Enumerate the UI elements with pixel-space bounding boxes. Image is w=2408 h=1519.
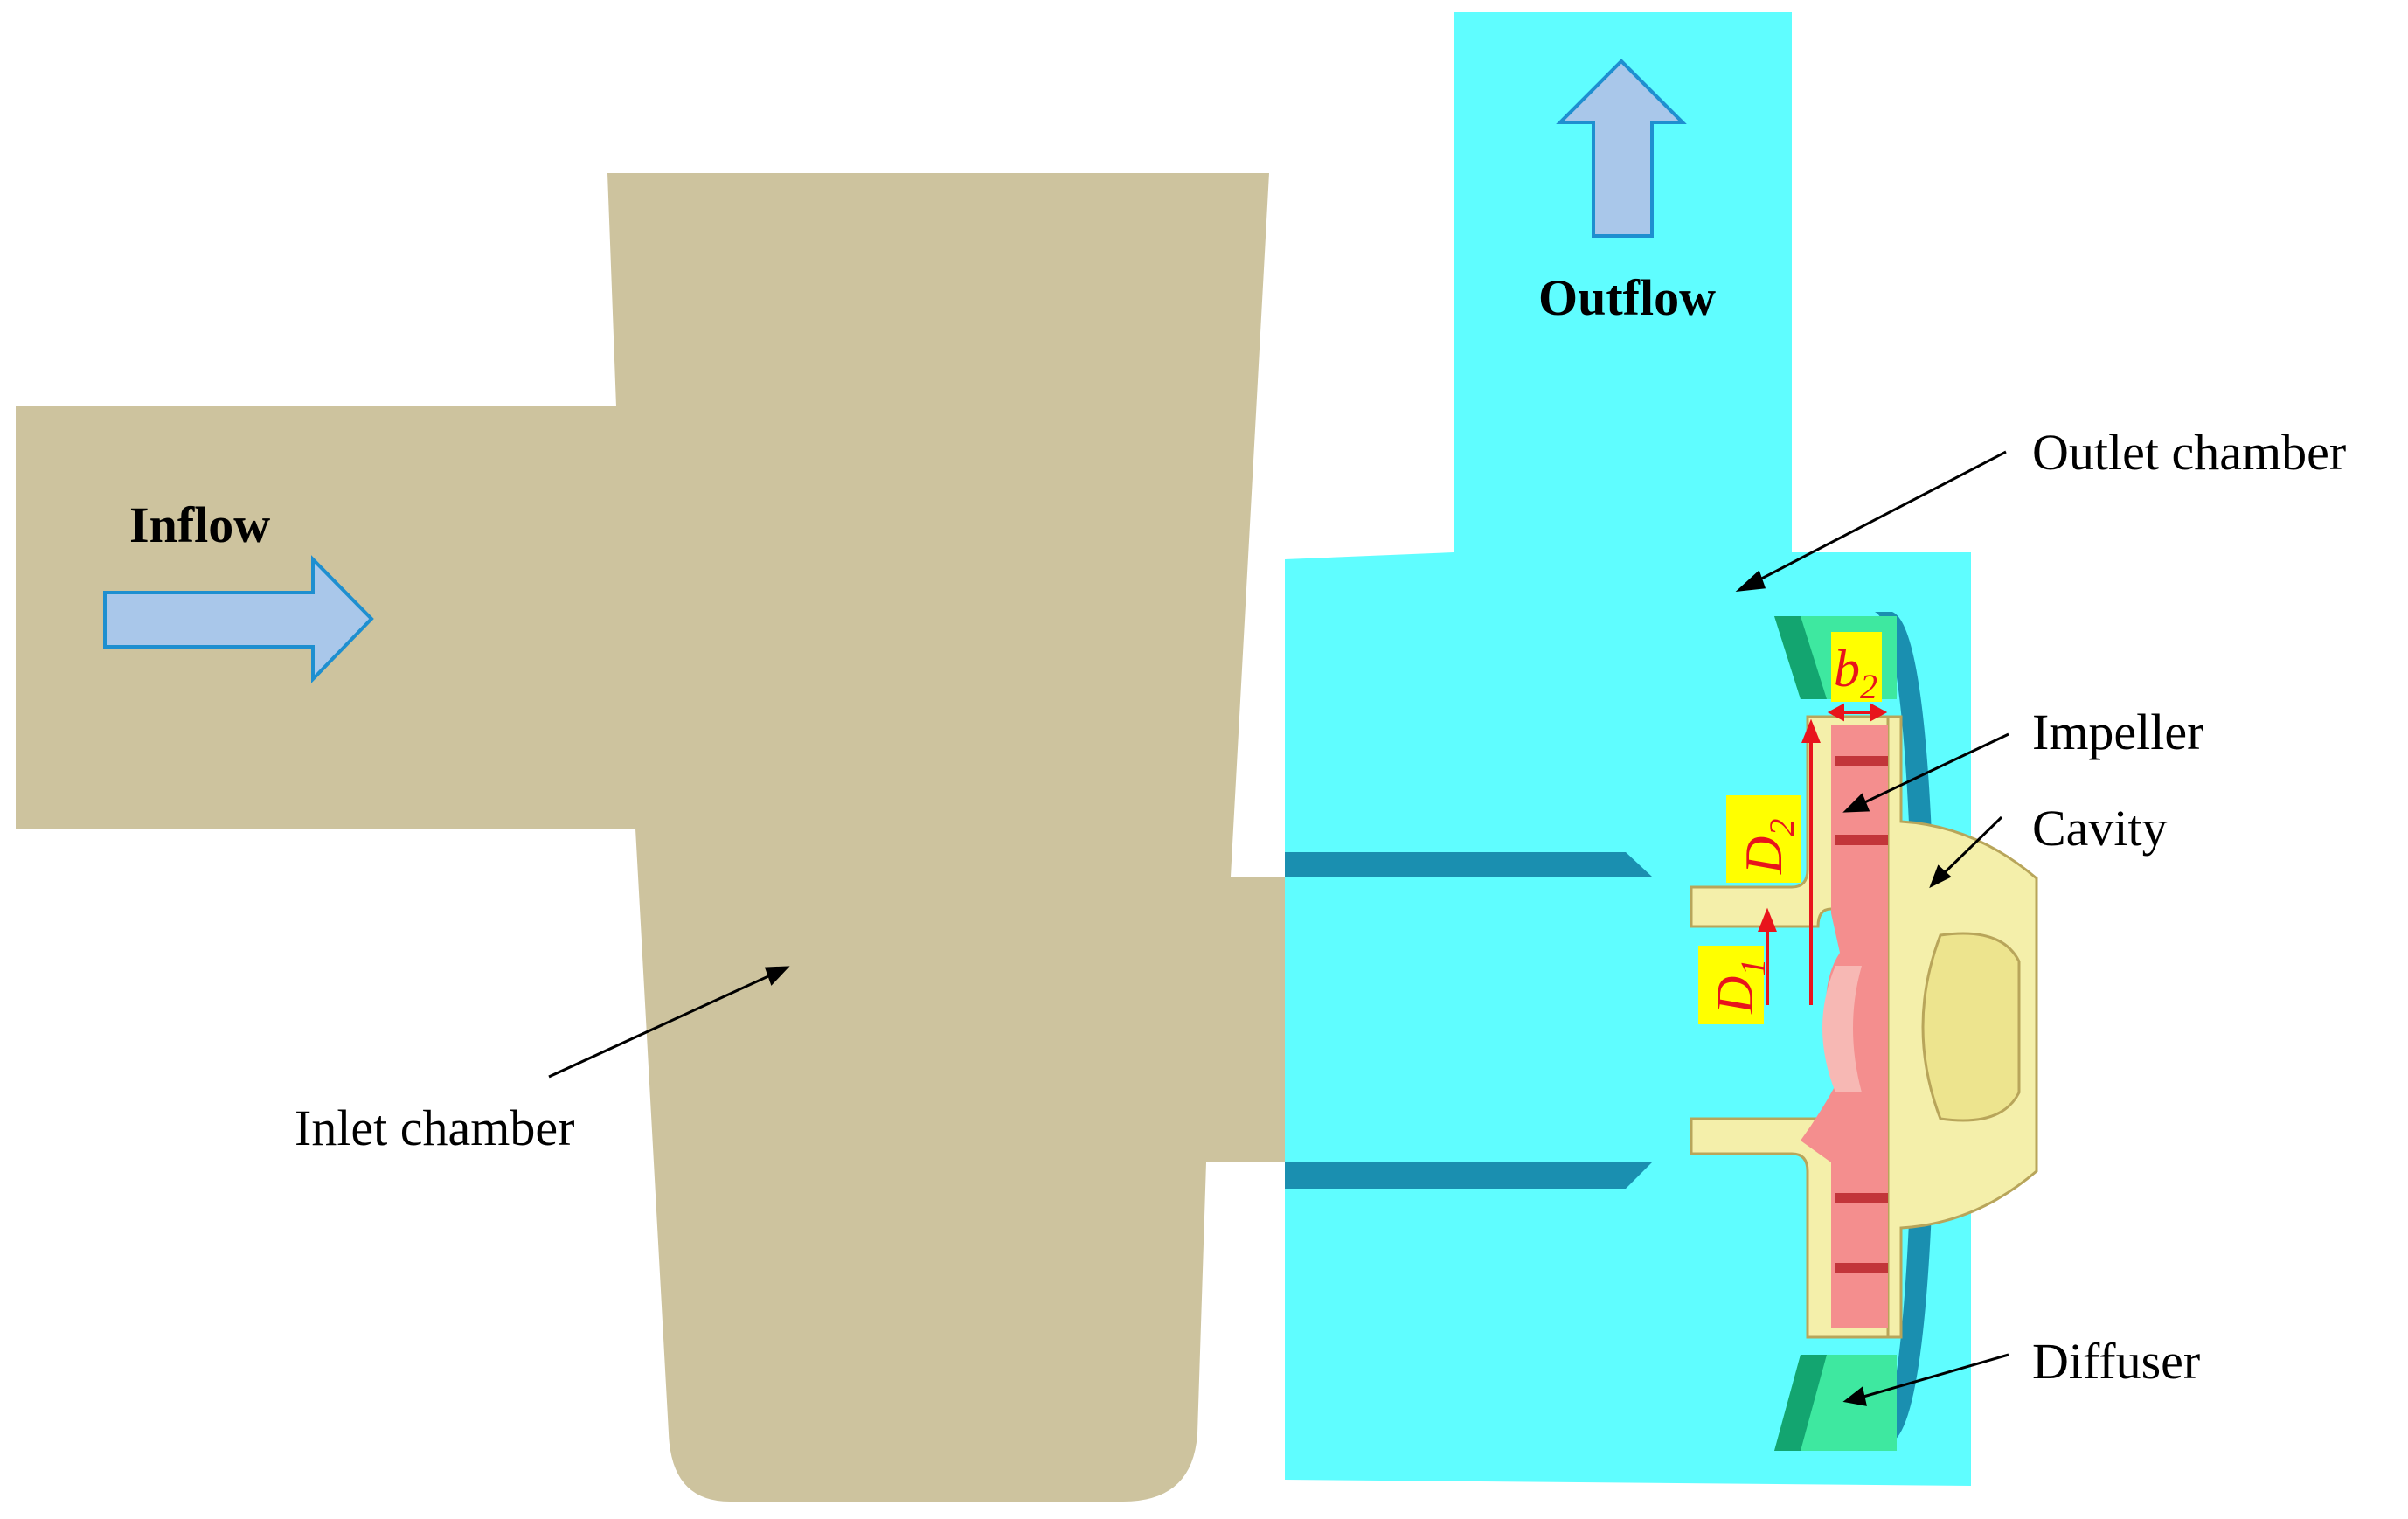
d1-subscript: 1 <box>1733 959 1773 976</box>
cavity-hub-inner <box>1921 932 2021 1122</box>
d1-label: D1 <box>1706 959 1773 1015</box>
diffuser-top-dark <box>1774 616 1827 699</box>
outlet-chamber-right-wall <box>1875 612 1936 1442</box>
outlet-chamber-inner-shadow-bottom <box>1285 1162 1652 1189</box>
outflow-arrow <box>1556 59 1687 238</box>
outlet-chamber-label: Outlet chamber <box>2032 424 2346 481</box>
dimension-marks <box>1758 703 1888 1005</box>
inlet-chamber-body <box>16 173 1814 1502</box>
cavity-leader <box>1937 815 2003 880</box>
impeller <box>1801 725 1888 1328</box>
inlet-chamber-label: Inlet chamber <box>295 1099 574 1156</box>
d1-label-bg <box>1698 946 1764 1024</box>
b2-subscript: 2 <box>1860 667 1877 706</box>
d2-subscript: 2 <box>1762 819 1801 836</box>
b2-label-bg <box>1831 632 1882 702</box>
diffuser-leader <box>1856 1353 2009 1400</box>
inflow-label: Inflow <box>129 496 270 553</box>
inlet-chamber-leader <box>548 970 779 1079</box>
diffuser-bottom-dark <box>1774 1355 1827 1451</box>
b2-label: b2 <box>1834 640 1877 706</box>
diffuser-label: Diffuser <box>2032 1333 2200 1390</box>
impeller-blade-1 <box>1835 756 1888 766</box>
leader-lines <box>548 450 2009 1406</box>
outflow-label: Outflow <box>1538 269 1716 326</box>
d2-label-bg <box>1726 795 1801 883</box>
impeller-leader <box>1856 732 2009 808</box>
d2-label: D2 <box>1735 819 1801 875</box>
cavity-label: Cavity <box>2032 800 2168 857</box>
impeller-blade-4 <box>1835 1263 1888 1273</box>
outlet-chamber-leader <box>1747 450 2007 587</box>
b2-symbol: b <box>1834 640 1860 697</box>
outlet-chamber-inner-shadow-top <box>1285 852 1652 877</box>
d1-symbol: D <box>1706 976 1764 1015</box>
impeller-blade-3 <box>1835 1193 1888 1203</box>
impeller-lower <box>1801 1023 1888 1328</box>
impeller-label: Impeller <box>2032 704 2203 760</box>
impeller-blade-2 <box>1835 835 1888 845</box>
impeller-eye <box>1822 966 1862 1092</box>
d2-symbol: D <box>1735 836 1793 875</box>
inflow-arrow <box>103 555 374 683</box>
